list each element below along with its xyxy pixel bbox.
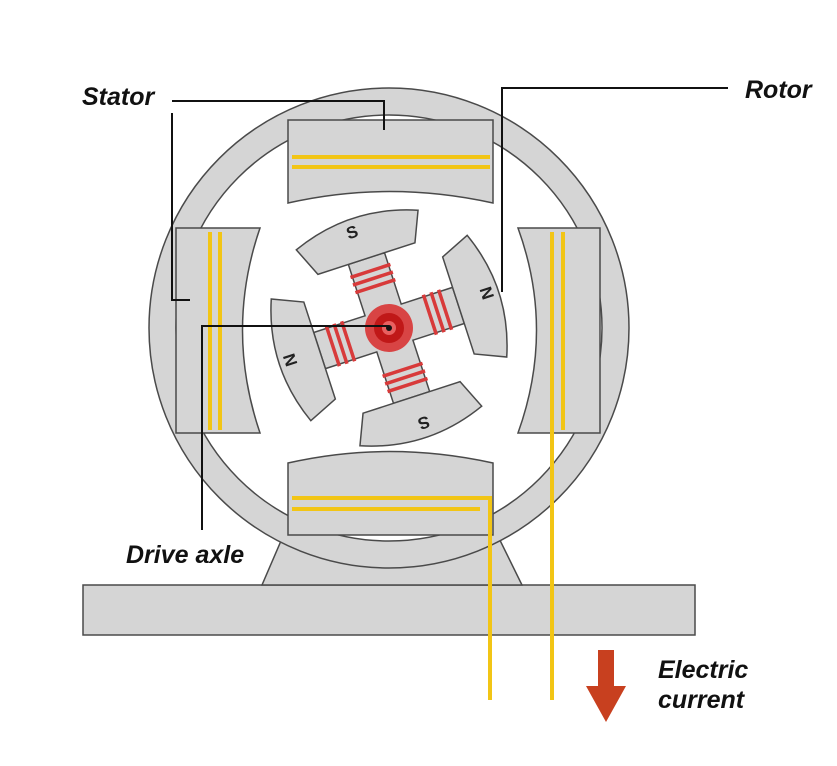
rotor-leader bbox=[501, 87, 728, 292]
rotor-pole-top-letter: S bbox=[344, 222, 361, 244]
rotor-shoe-right bbox=[441, 234, 508, 358]
stator-pole-right bbox=[516, 227, 601, 434]
rotor-shoe-bottom bbox=[359, 380, 483, 447]
stator-poles bbox=[175, 119, 601, 536]
rotor-label: Rotor bbox=[745, 76, 812, 104]
rotor-pole-left-letter: N bbox=[280, 351, 302, 369]
rotor-shoe-left bbox=[270, 298, 337, 422]
drive-axle-label: Drive axle bbox=[126, 541, 245, 569]
rotor-coils bbox=[324, 262, 454, 394]
electric-current-label-line1: Electric bbox=[658, 656, 749, 684]
stator-leader bbox=[172, 100, 385, 130]
stator-label: Stator bbox=[82, 83, 155, 111]
motor-base-plate bbox=[82, 584, 696, 636]
rotor-pole-right-letter: N bbox=[476, 284, 498, 302]
electric-current-label-line2: current bbox=[658, 686, 745, 714]
stator-pole-bottom bbox=[287, 450, 494, 536]
rotor bbox=[270, 209, 508, 447]
electric-current-label: Electric current bbox=[658, 655, 748, 715]
leader-lines bbox=[171, 87, 728, 530]
rotor-pole-bottom-letter: S bbox=[416, 412, 433, 434]
stator-windings bbox=[208, 155, 565, 700]
stator-leader-2 bbox=[171, 113, 190, 301]
rotor-shoe-top bbox=[295, 209, 419, 276]
electric-current-arrow bbox=[586, 650, 626, 722]
stator-pole-top bbox=[287, 119, 494, 204]
axle-leader bbox=[201, 325, 389, 530]
